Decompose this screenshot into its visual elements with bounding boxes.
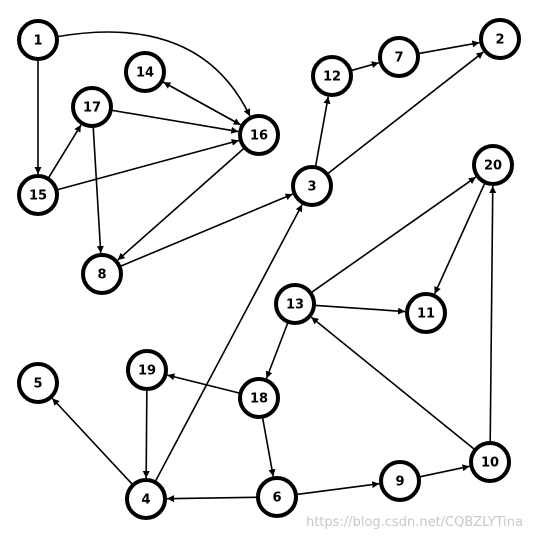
node-6: 6 xyxy=(256,476,298,518)
edge-14-to-16 xyxy=(161,80,242,126)
edge-18-to-6 xyxy=(261,416,276,477)
node-11: 11 xyxy=(405,292,447,334)
node-label: 6 xyxy=(272,491,281,506)
edge-15-to-16 xyxy=(56,138,239,191)
node-2: 2 xyxy=(479,18,521,60)
node-circle xyxy=(126,349,168,391)
edge-17-to-8 xyxy=(92,125,104,254)
node-18: 18 xyxy=(238,377,280,419)
edge-12-to-7 xyxy=(350,61,380,72)
edge-19-to-4 xyxy=(142,388,150,479)
edge-1-to-16 xyxy=(56,31,251,117)
node-circle xyxy=(256,476,298,518)
node-label: 20 xyxy=(484,159,502,174)
edge-13-to-11 xyxy=(313,304,406,315)
node-label: 5 xyxy=(33,377,42,392)
edge-9-to-10 xyxy=(418,464,470,478)
node-15: 15 xyxy=(17,174,59,216)
edge-4-to-3 xyxy=(154,204,303,483)
node-circle xyxy=(274,283,316,325)
edge-17-to-16 xyxy=(110,109,239,134)
node-label: 15 xyxy=(29,189,47,204)
node-label: 2 xyxy=(495,33,504,48)
edge-18-to-19 xyxy=(167,373,241,395)
node-circle xyxy=(472,144,514,186)
node-label: 18 xyxy=(250,392,268,407)
edge-13-to-20 xyxy=(310,176,477,294)
edge-20-to-11 xyxy=(433,181,486,295)
node-13: 13 xyxy=(274,283,316,325)
node-circle xyxy=(71,86,113,128)
node-label: 16 xyxy=(250,129,268,144)
edge-8-to-3 xyxy=(119,193,293,268)
node-circle xyxy=(125,478,167,520)
edges-layer xyxy=(34,31,497,503)
node-circle xyxy=(238,114,280,156)
edge-3-to-12 xyxy=(314,96,331,168)
node-label: 3 xyxy=(307,180,316,195)
node-circle xyxy=(479,18,521,60)
node-circle xyxy=(124,51,166,93)
node-label: 4 xyxy=(141,493,150,508)
edge-10-to-13 xyxy=(310,316,476,451)
node-circle xyxy=(469,441,511,483)
edge-15-to-17 xyxy=(47,124,82,180)
node-label: 8 xyxy=(97,268,106,283)
node-12: 12 xyxy=(311,55,353,97)
node-1: 1 xyxy=(17,19,59,61)
node-8: 8 xyxy=(81,253,123,295)
node-circle xyxy=(291,165,333,207)
node-label: 1 xyxy=(33,34,42,49)
node-circle xyxy=(379,460,421,502)
edge-6-to-9 xyxy=(295,481,380,496)
node-circle xyxy=(405,292,447,334)
node-16: 16 xyxy=(238,114,280,156)
node-circle xyxy=(17,362,59,404)
edge-13-to-18 xyxy=(265,321,289,379)
node-label: 13 xyxy=(286,298,304,313)
edge-16-to-8 xyxy=(117,146,246,261)
node-label: 7 xyxy=(394,51,403,66)
node-17: 17 xyxy=(71,86,113,128)
node-circle xyxy=(17,19,59,61)
edge-6-to-4 xyxy=(166,495,259,503)
node-7: 7 xyxy=(378,36,420,78)
node-circle xyxy=(378,36,420,78)
node-20: 20 xyxy=(472,144,514,186)
node-5: 5 xyxy=(17,362,59,404)
node-label: 19 xyxy=(138,364,156,379)
node-circle xyxy=(238,377,280,419)
node-14: 14 xyxy=(124,51,166,93)
node-label: 11 xyxy=(417,307,435,322)
node-circle xyxy=(311,55,353,97)
node-label: 12 xyxy=(323,70,341,85)
node-label: 14 xyxy=(136,66,154,81)
node-4: 4 xyxy=(125,478,167,520)
edge-10-to-20 xyxy=(489,185,497,444)
node-10: 10 xyxy=(469,441,511,483)
node-label: 9 xyxy=(395,475,404,490)
node-circle xyxy=(81,253,123,295)
edge-3-to-2 xyxy=(326,51,484,175)
node-circle xyxy=(17,174,59,216)
watermark-text: https://blog.csdn.net/CQBZLYTina xyxy=(305,515,523,530)
node-label: 17 xyxy=(83,101,101,116)
node-19: 19 xyxy=(126,349,168,391)
edge-4-to-5 xyxy=(51,397,134,486)
node-3: 3 xyxy=(291,165,333,207)
edge-7-to-2 xyxy=(417,40,480,55)
node-label: 10 xyxy=(481,456,499,471)
node-9: 9 xyxy=(379,460,421,502)
